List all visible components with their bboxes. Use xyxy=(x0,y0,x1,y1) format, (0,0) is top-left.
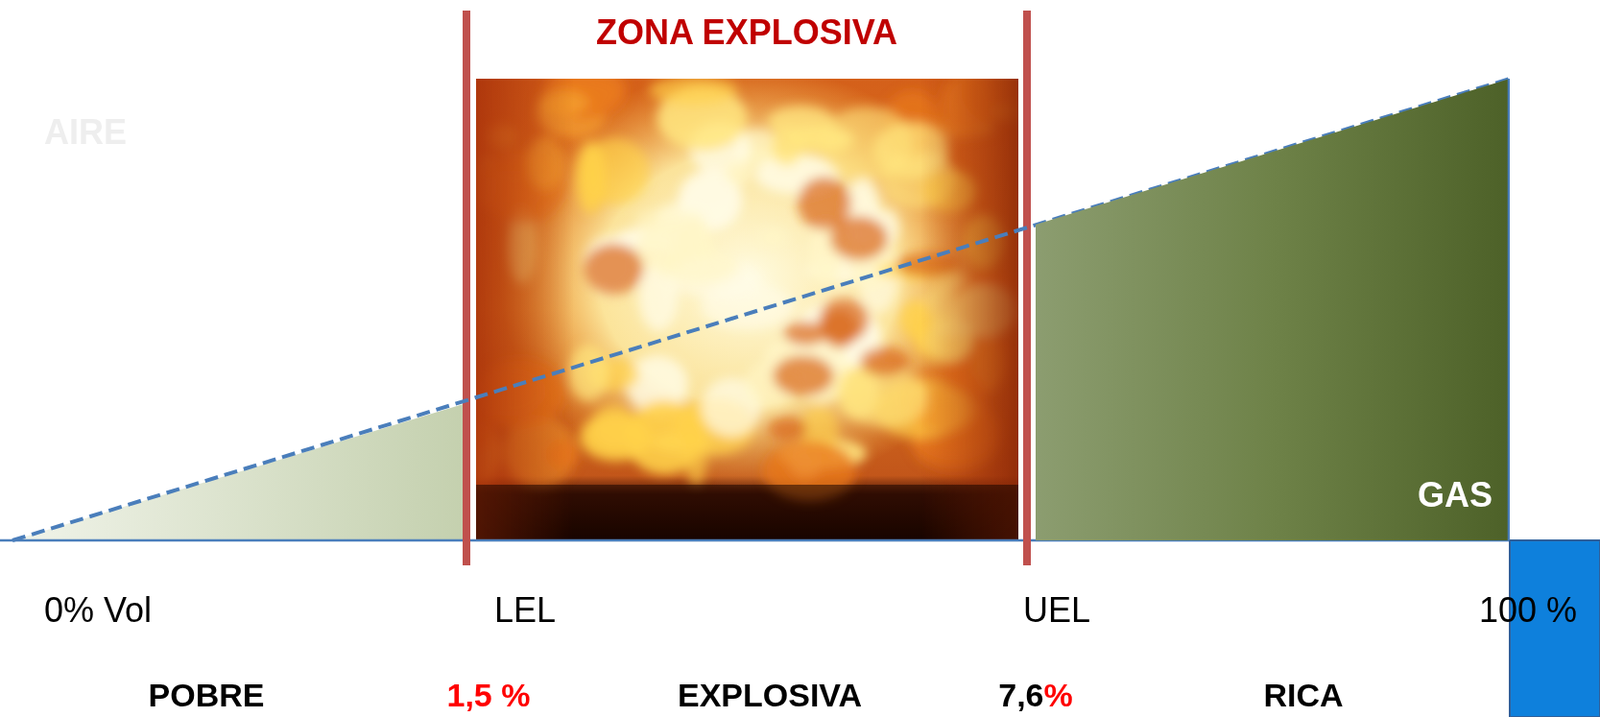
lean-label: POBRE xyxy=(148,678,265,712)
uel-value: 7,6% xyxy=(998,678,1074,712)
gas-band-fill xyxy=(1035,78,1510,541)
uel-limit-line xyxy=(1023,10,1031,566)
lel-limit-line xyxy=(462,10,471,566)
explosive-label: EXPLOSIVA xyxy=(677,678,862,712)
air-label: AIRE xyxy=(44,115,127,150)
axis-start: 0% Vol xyxy=(44,593,152,628)
explosion-picture xyxy=(476,78,1019,541)
lel-label: LEL xyxy=(494,593,556,628)
gas-label: GAS xyxy=(1417,477,1493,513)
rich-label: RICA xyxy=(1263,678,1343,712)
gas-band-edge xyxy=(1507,78,1510,541)
uel-label: UEL xyxy=(1023,593,1091,628)
lean-mixture-area xyxy=(12,403,467,541)
fire-edge-shade xyxy=(476,78,1019,541)
fire-ground xyxy=(476,78,1019,541)
blue-block xyxy=(1509,540,1600,717)
axis-end: 100 % xyxy=(1479,593,1577,628)
concentration-line xyxy=(12,78,1510,541)
fire-floor xyxy=(476,484,1019,541)
gas-band-shape xyxy=(1035,78,1510,541)
lel-value: 1,5 % xyxy=(447,678,531,712)
gas-band: GAS xyxy=(1035,78,1510,541)
zone-title: ZONA EXPLOSIVA xyxy=(596,15,898,50)
